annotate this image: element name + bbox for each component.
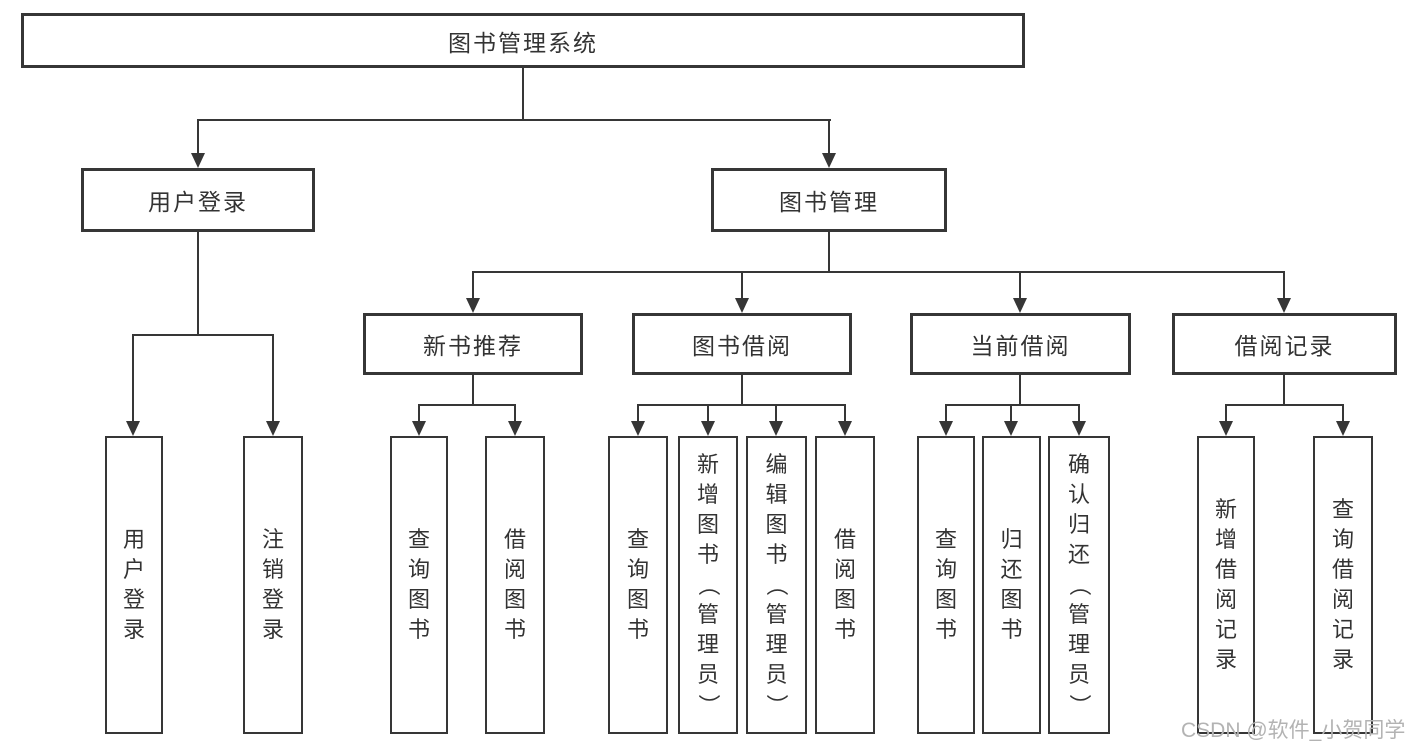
leaf-cb-confirm-return-admin-label: 确认归还（管理员）: [1066, 452, 1092, 717]
arrow-down-icon: [1277, 298, 1291, 313]
connector-line: [418, 404, 516, 406]
leaf-rec-borrow-books-label: 借阅图书: [503, 527, 526, 642]
node-new-book-recommend-label: 新书推荐: [423, 333, 523, 359]
arrow-down-icon: [266, 421, 280, 436]
leaf-logout-label: 注销登录: [261, 527, 284, 642]
leaf-br-query-record-label: 查询借阅记录: [1331, 497, 1354, 672]
leaf-bb-query-books-label: 查询图书: [626, 527, 649, 642]
arrow-down-icon: [1219, 421, 1233, 436]
arrow-down-icon: [822, 153, 836, 168]
connector-line: [844, 405, 846, 422]
connector-line: [637, 404, 846, 406]
node-borrow-record: 借阅记录: [1172, 313, 1397, 375]
leaf-cb-return-books: 归还图书: [982, 436, 1041, 734]
connector-line: [418, 405, 420, 422]
leaf-br-add-record-label: 新增借阅记录: [1214, 497, 1237, 672]
connector-line: [828, 232, 830, 273]
arrow-down-icon: [1013, 298, 1027, 313]
leaf-cb-return-books-label: 归还图书: [1000, 527, 1023, 642]
node-new-book-recommend: 新书推荐: [363, 313, 583, 375]
leaf-bb-query-books: 查询图书: [608, 436, 668, 734]
connector-line: [472, 271, 1285, 273]
connector-line: [197, 120, 199, 154]
arrow-down-icon: [191, 153, 205, 168]
arrow-down-icon: [939, 421, 953, 436]
leaf-cb-confirm-return-admin: 确认归还（管理员）: [1048, 436, 1110, 734]
connector-line: [1010, 405, 1012, 422]
connector-line: [1283, 272, 1285, 299]
leaf-br-add-record: 新增借阅记录: [1197, 436, 1255, 734]
connector-line: [197, 119, 831, 121]
leaf-bb-add-books-admin: 新增图书（管理员）: [678, 436, 738, 734]
connector-line: [132, 334, 274, 336]
node-user-login-label: 用户登录: [148, 189, 248, 215]
connector-line: [472, 375, 474, 406]
node-current-borrow: 当前借阅: [910, 313, 1131, 375]
connector-line: [1225, 405, 1227, 422]
leaf-br-query-record: 查询借阅记录: [1313, 436, 1373, 734]
arrow-down-icon: [838, 421, 852, 436]
arrow-down-icon: [735, 298, 749, 313]
node-book-borrow: 图书借阅: [632, 313, 852, 375]
connector-line: [522, 68, 524, 121]
node-borrow-record-label: 借阅记录: [1234, 333, 1335, 359]
arrow-down-icon: [126, 421, 140, 436]
arrow-down-icon: [631, 421, 645, 436]
connector-line: [514, 405, 516, 422]
leaf-bb-borrow-books: 借阅图书: [815, 436, 875, 734]
arrow-down-icon: [466, 298, 480, 313]
csdn-watermark: CSDN @软件_小贺同学: [1181, 719, 1405, 742]
connector-line: [637, 405, 639, 422]
node-user-login: 用户登录: [81, 168, 315, 232]
leaf-cb-query-books: 查询图书: [917, 436, 975, 734]
arrow-down-icon: [1004, 421, 1018, 436]
connector-line: [1225, 404, 1344, 406]
arrow-down-icon: [701, 421, 715, 436]
connector-line: [1019, 272, 1021, 299]
node-book-management-label: 图书管理: [779, 189, 879, 215]
node-root: 图书管理系统: [21, 13, 1025, 68]
leaf-user-login-label: 用户登录: [122, 527, 145, 642]
connector-line: [1078, 405, 1080, 422]
arrow-down-icon: [769, 421, 783, 436]
connector-line: [472, 272, 474, 299]
leaf-rec-query-books: 查询图书: [390, 436, 448, 734]
arrow-down-icon: [508, 421, 522, 436]
connector-line: [1019, 375, 1021, 406]
connector-line: [741, 375, 743, 406]
leaf-cb-query-books-label: 查询图书: [934, 527, 957, 642]
connector-line: [1283, 375, 1285, 406]
leaf-bb-add-books-admin-label: 新增图书（管理员）: [695, 452, 721, 717]
arrow-down-icon: [1072, 421, 1086, 436]
connector-line: [828, 120, 830, 154]
node-root-label: 图书管理系统: [448, 29, 598, 56]
node-current-borrow-label: 当前借阅: [970, 333, 1071, 359]
connector-line: [945, 405, 947, 422]
leaf-user-login: 用户登录: [105, 436, 163, 734]
leaf-rec-borrow-books: 借阅图书: [485, 436, 545, 734]
leaf-rec-query-books-label: 查询图书: [407, 527, 430, 642]
node-book-management: 图书管理: [711, 168, 947, 232]
connector-line: [707, 405, 709, 422]
leaf-bb-edit-books-admin: 编辑图书（管理员）: [746, 436, 807, 734]
connector-line: [197, 232, 199, 336]
leaf-bb-borrow-books-label: 借阅图书: [833, 527, 856, 642]
connector-line: [741, 272, 743, 299]
arrow-down-icon: [1336, 421, 1350, 436]
connector-line: [272, 335, 274, 422]
connector-line: [775, 405, 777, 422]
leaf-bb-edit-books-admin-label: 编辑图书（管理员）: [764, 452, 790, 717]
arrow-down-icon: [412, 421, 426, 436]
connector-line: [945, 404, 1080, 406]
node-book-borrow-label: 图书借阅: [692, 333, 792, 359]
connector-line: [132, 335, 134, 422]
leaf-logout: 注销登录: [243, 436, 303, 734]
connector-line: [1342, 405, 1344, 422]
